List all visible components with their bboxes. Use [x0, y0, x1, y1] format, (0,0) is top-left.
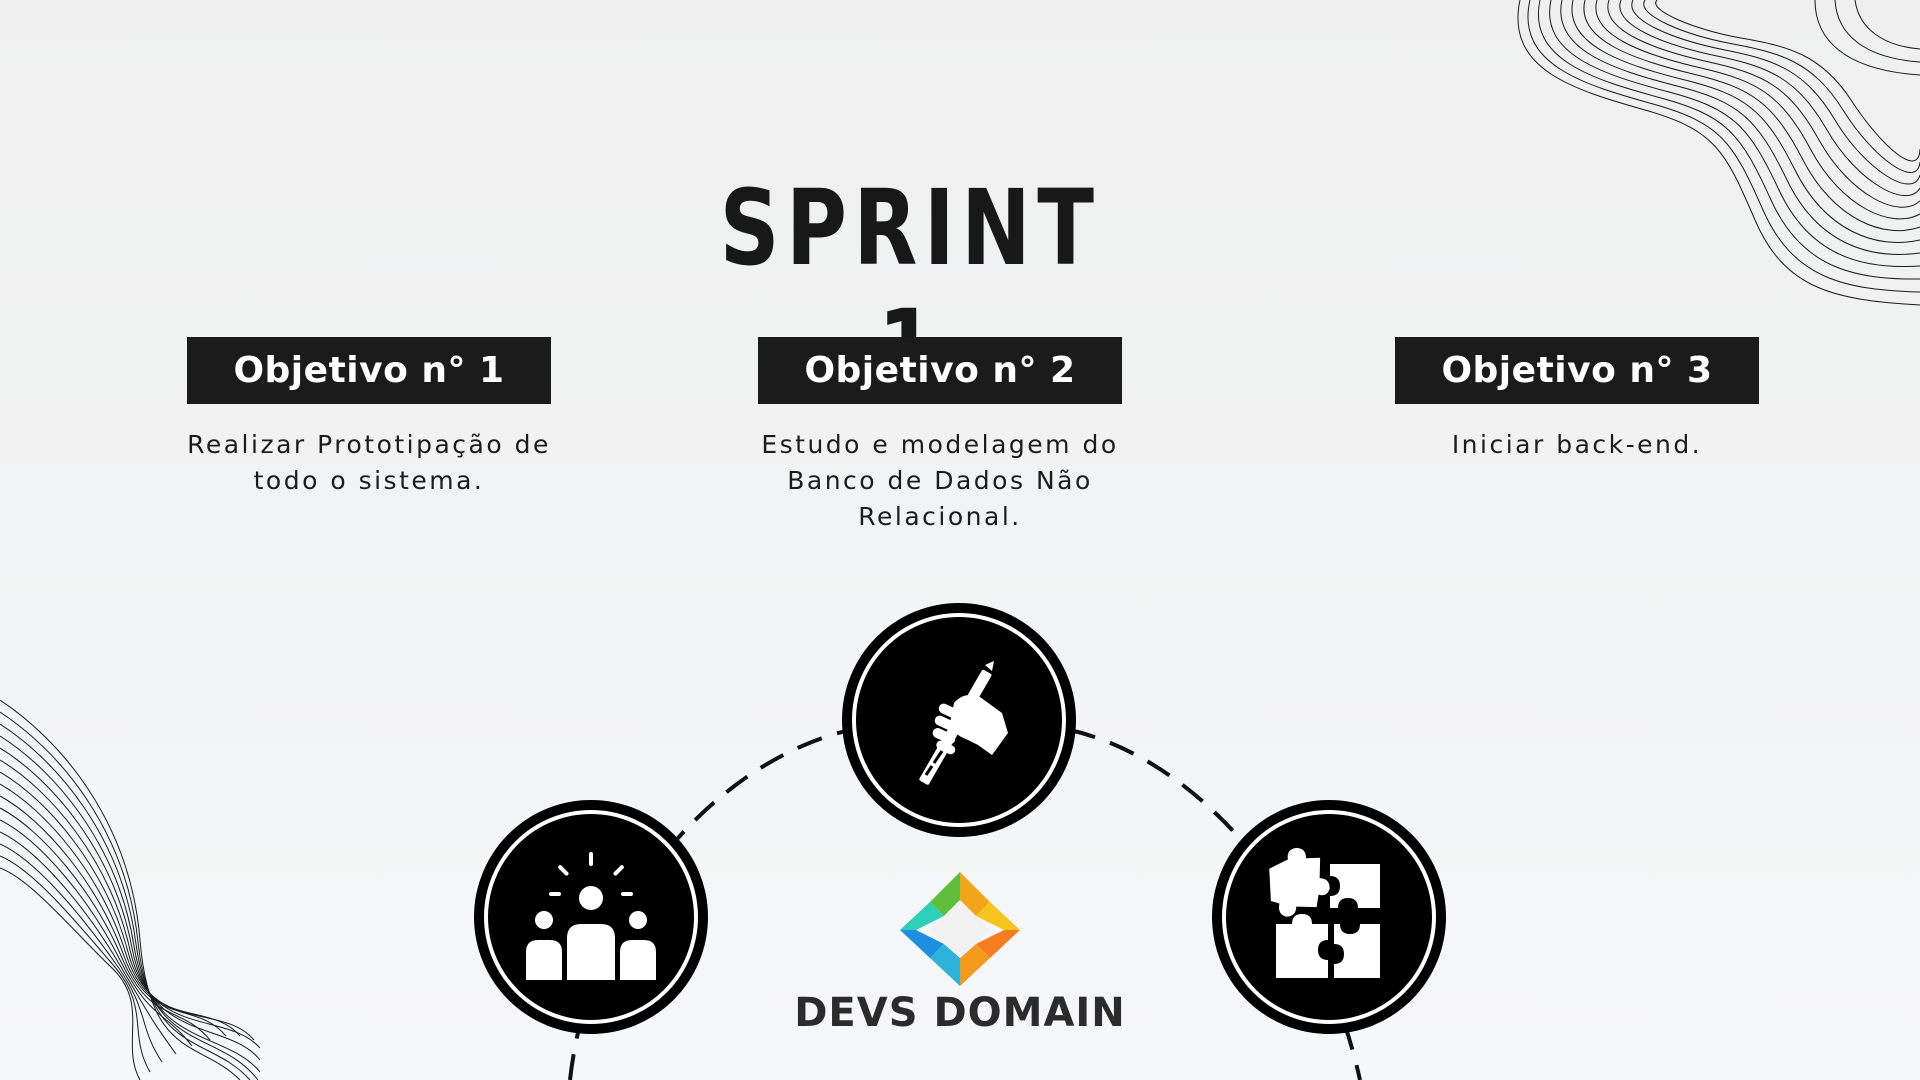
- objective-label-3: Objetivo n° 3: [1395, 337, 1759, 404]
- objective-label-2: Objetivo n° 2: [758, 337, 1122, 404]
- wave-lines-decoration-bottom-left: [0, 700, 260, 1080]
- objective-card-3: Objetivo n° 3 Iniciar back-end.: [1395, 337, 1759, 463]
- objective-description-1: Realizar Prototipação de todo o sistema.: [187, 430, 551, 495]
- objective-description-3: Iniciar back-end.: [1451, 430, 1703, 459]
- logo-text: DEVS DOMAIN: [794, 990, 1126, 1036]
- logo-mark-icon: [900, 872, 1020, 986]
- team-idea-icon: [474, 800, 708, 1034]
- objective-card-2: Objetivo n° 2 Estudo e modelagem do Banc…: [758, 337, 1122, 535]
- objective-description-2: Estudo e modelagem do Banco de Dados Não…: [761, 430, 1119, 531]
- wave-lines-decoration-top-right: [1517, 0, 1920, 306]
- objective-label-1: Objetivo n° 1: [187, 337, 551, 404]
- hand-pencil-icon: [842, 603, 1076, 837]
- devs-domain-logo: DEVS DOMAIN: [790, 870, 1130, 1036]
- puzzle-icon: [1212, 800, 1446, 1034]
- objective-card-1: Objetivo n° 1 Realizar Prototipação de t…: [187, 337, 551, 499]
